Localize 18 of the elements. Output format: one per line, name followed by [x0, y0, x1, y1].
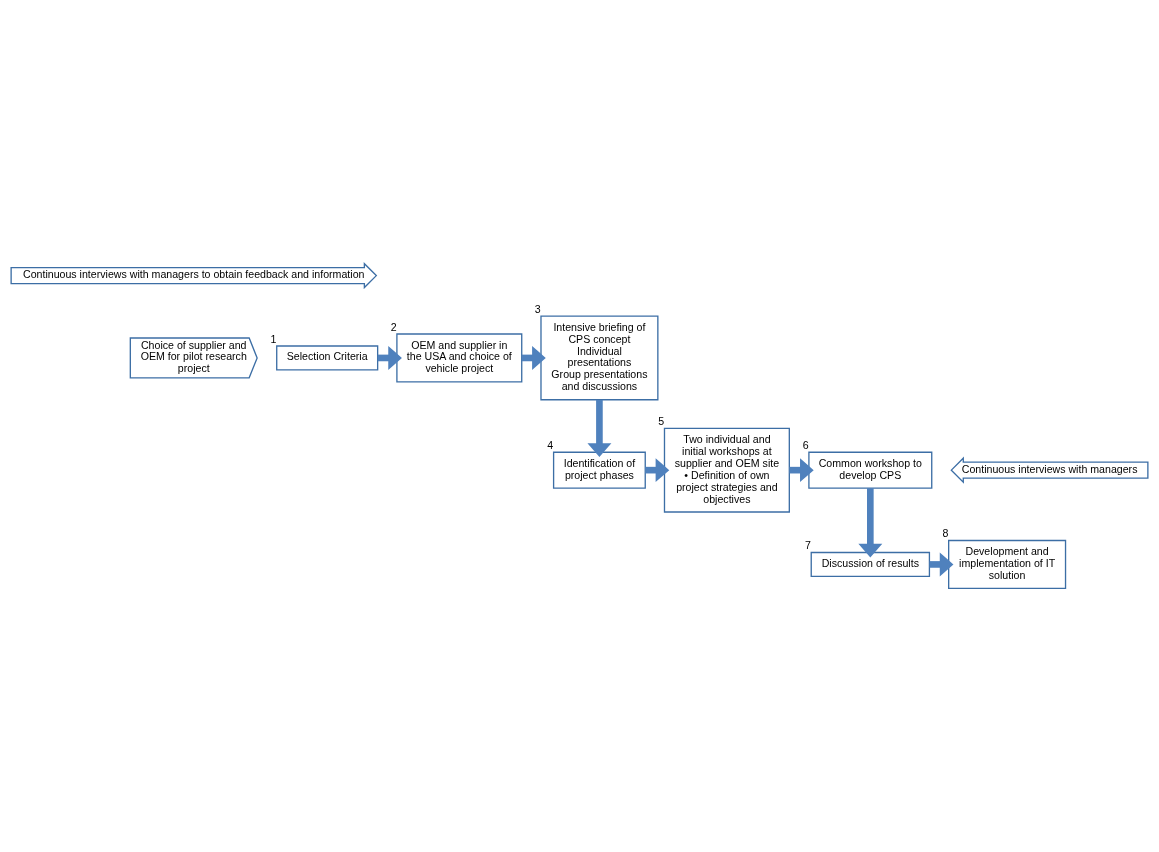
node-label: 3 [534, 302, 541, 315]
node-label: 8 [942, 527, 949, 540]
node-box: Two individual and initial workshops at supplier and OEM site • Definition of own project strategies and objectives [663, 427, 790, 513]
node-box: Selection Criteria [276, 345, 379, 371]
node-box: Identification of project phases [552, 451, 646, 489]
node-label: 4 [547, 438, 554, 451]
node-label: 2 [390, 320, 397, 333]
node-box: Intensive briefing of CPS concept Individual presentations Group presentations and discussions [540, 315, 659, 401]
node-box: OEM and supplier in the USA and choice of vehicle project [396, 333, 523, 383]
arrow [587, 399, 612, 457]
node-label: 5 [658, 414, 665, 427]
node-box: Discussion of results [810, 551, 931, 578]
node-label: 6 [802, 438, 809, 451]
node-label: 1 [270, 332, 277, 345]
arrow [858, 488, 883, 558]
node-label: 7 [804, 539, 811, 552]
node-box: Development and implementation of IT solution [948, 539, 1067, 589]
node-box: Common workshop to develop CPS [808, 451, 933, 489]
